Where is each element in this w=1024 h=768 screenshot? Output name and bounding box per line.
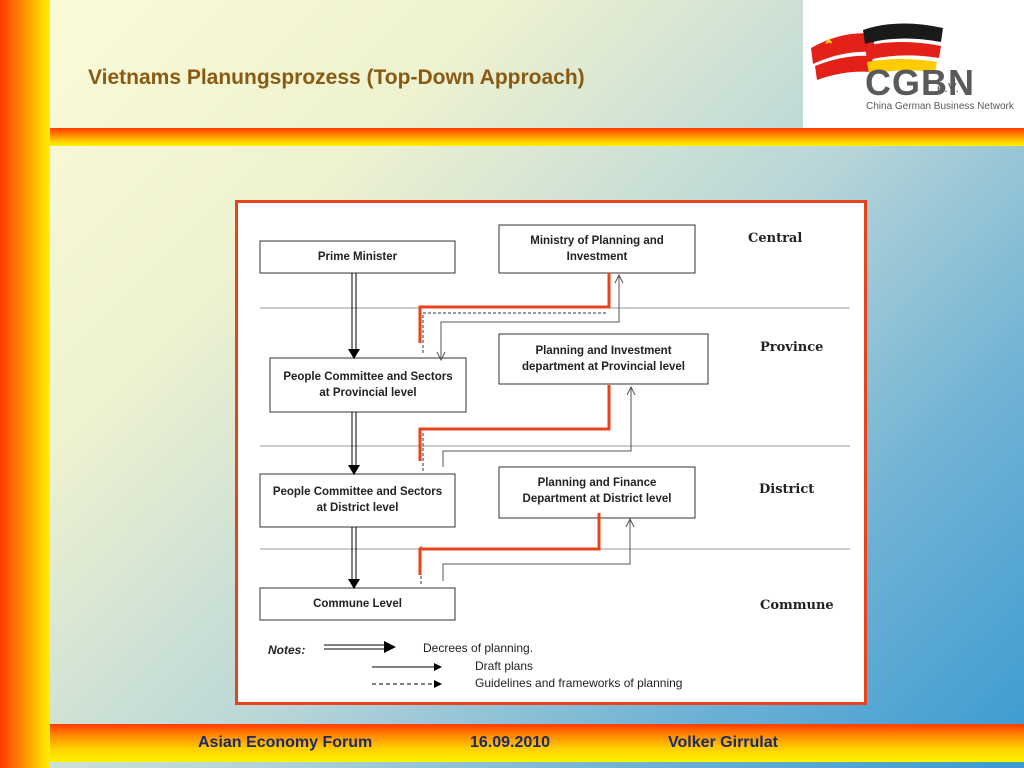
label-people-provincial: People Committee and Sectors at Provinci…: [283, 371, 453, 399]
planning-process-diagram: Prime Minister Ministry of Planning and …: [235, 200, 867, 705]
label-planning-district: Planning and Finance Department at Distr…: [522, 477, 672, 505]
box-people-provincial: [269, 357, 467, 413]
legend-draft: Draft plans: [475, 659, 534, 673]
notes-heading: Notes:: [268, 643, 306, 657]
level-commune: Commune: [760, 598, 834, 613]
box-commune: [259, 587, 456, 621]
footer-band: [50, 724, 1024, 762]
left-accent-bar: [0, 0, 50, 768]
diagram-graphics: [259, 224, 850, 688]
box-prime-minister: [259, 240, 456, 274]
header-divider-band: [50, 128, 1024, 146]
level-district: District: [759, 482, 815, 497]
box-ministry: [498, 224, 696, 274]
level-province: Province: [760, 340, 824, 355]
footer-author: Volker Girrulat: [668, 734, 778, 751]
label-ministry: Ministry of Planning and Investment: [530, 235, 664, 263]
logo-brand: CGBN: [865, 62, 975, 103]
footer-event: Asian Economy Forum: [198, 734, 373, 751]
cgbn-logo: CGBN e.V. China German Business Network: [803, 0, 1024, 128]
box-people-district: [259, 473, 456, 528]
flags-icon: [811, 23, 943, 80]
label-commune: Commune Level: [313, 598, 402, 610]
box-planning-district: [498, 466, 696, 519]
legend-decrees: Decrees of planning.: [423, 641, 534, 655]
label-prime-minister: Prime Minister: [317, 251, 398, 263]
level-central: Central: [748, 231, 803, 246]
logo-tagline: China German Business Network: [866, 101, 1014, 112]
slide-title: Vietnams Planungsprozess (Top-Down Appro…: [88, 66, 585, 89]
footer-date: 16.09.2010: [470, 734, 551, 751]
box-planning-provincial: [498, 333, 709, 385]
label-people-district: People Committee and Sectors at District…: [272, 486, 443, 514]
legend-guidelines: Guidelines and frameworks of planning: [475, 676, 683, 690]
logo-brand-suffix: e.V.: [937, 80, 959, 95]
label-planning-provincial: Planning and Investment department at Pr…: [522, 345, 685, 373]
